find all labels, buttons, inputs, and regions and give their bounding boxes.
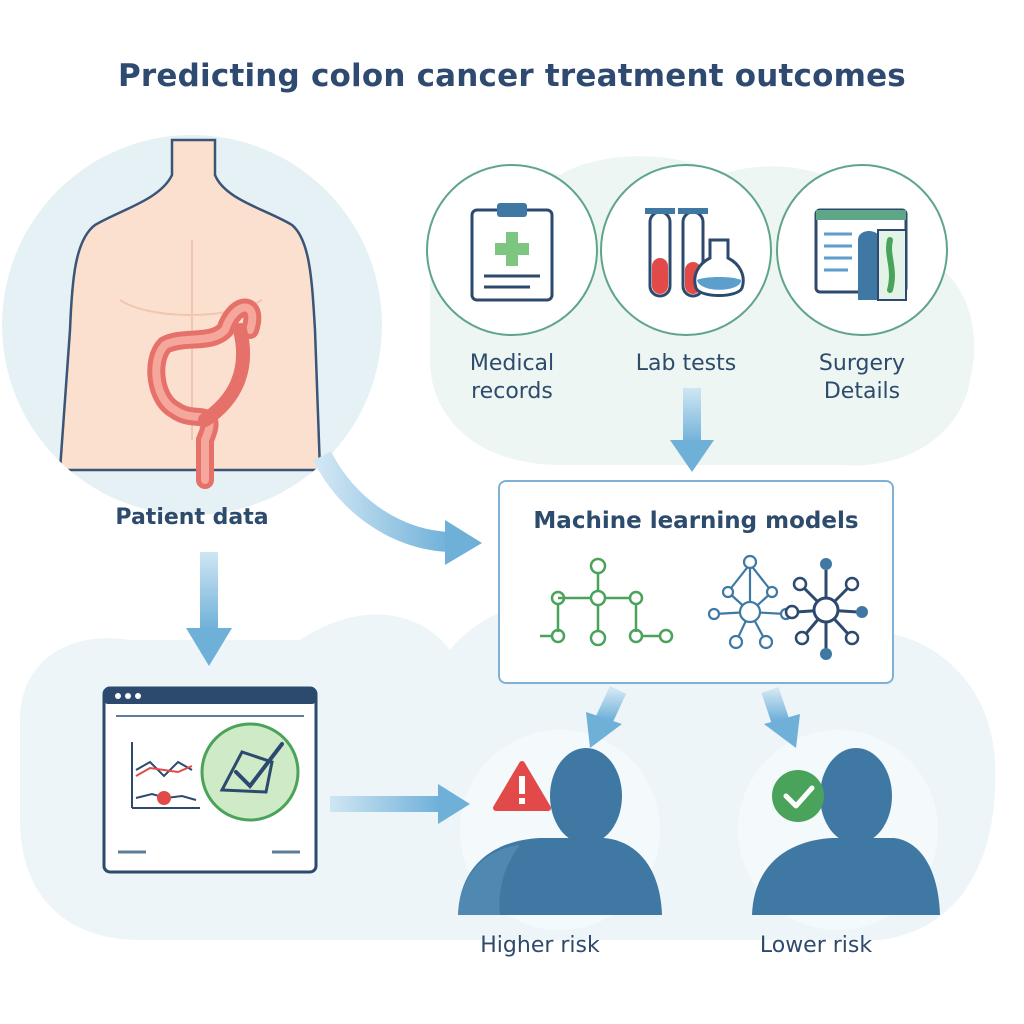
- source-medical-records: [426, 164, 598, 336]
- arrow-dashboard-right-head: [438, 784, 470, 824]
- source-label-lab-tests: Lab tests: [612, 350, 760, 378]
- page-title: Predicting colon cancer treatment outcom…: [118, 58, 906, 94]
- check-circle-icon: [772, 770, 824, 822]
- dashboard-window: [102, 686, 318, 874]
- arrow-model-to-higher: [595, 686, 627, 724]
- analysis-check-icon: [200, 722, 300, 822]
- decision-tree-icon: [540, 557, 674, 647]
- higher-risk-label: Higher risk: [480, 933, 600, 958]
- machine-learning-models-title: Machine learning models: [533, 508, 859, 534]
- source-label-medical-records: Medical records: [440, 350, 584, 406]
- arrow-dashboard-right: [330, 796, 440, 812]
- source-label-line2: records: [471, 379, 553, 404]
- arrow-sources-down: [683, 388, 701, 444]
- clipboard-cross-icon: [470, 203, 554, 302]
- source-lab-tests: [600, 164, 772, 336]
- neural-network-icon: [707, 554, 793, 650]
- arrow-patient-down: [200, 552, 218, 630]
- source-label-line1: Medical: [469, 351, 555, 376]
- colon-organ: [147, 298, 262, 489]
- patient-data-label: Patient data: [115, 505, 269, 530]
- source-label-surgery-details: Surgery Details: [790, 350, 934, 406]
- arrow-patient-down-head: [186, 628, 232, 666]
- machine-learning-models-box: Machine learning models: [498, 480, 894, 684]
- flow-arrows: [186, 388, 800, 824]
- source-surgery-details: [776, 164, 948, 336]
- arrow-patient-to-model: [313, 451, 451, 552]
- arrow-model-to-higher-head: [586, 712, 622, 748]
- warning-triangle-icon: [493, 761, 551, 811]
- lower-risk-label: Lower risk: [759, 933, 873, 958]
- network-graph-icon: [784, 558, 868, 660]
- model-icons: [540, 554, 868, 660]
- test-tubes-flask-icon: [645, 208, 745, 298]
- lower-risk-person: [752, 748, 940, 915]
- arrow-sources-down-head: [670, 440, 714, 472]
- arrow-model-to-lower-head: [764, 714, 800, 748]
- higher-risk-person: [458, 748, 662, 915]
- source-label-line2: Details: [823, 379, 901, 404]
- patient-body-illustration: [2, 135, 382, 515]
- source-label-line1: Surgery: [818, 351, 906, 376]
- arrow-patient-to-model-head: [445, 520, 482, 565]
- surgery-report-icon: [814, 208, 908, 301]
- source-label-line1: Lab tests: [635, 351, 737, 376]
- line-graph-icon: [131, 742, 200, 809]
- arrow-model-to-lower: [761, 687, 789, 723]
